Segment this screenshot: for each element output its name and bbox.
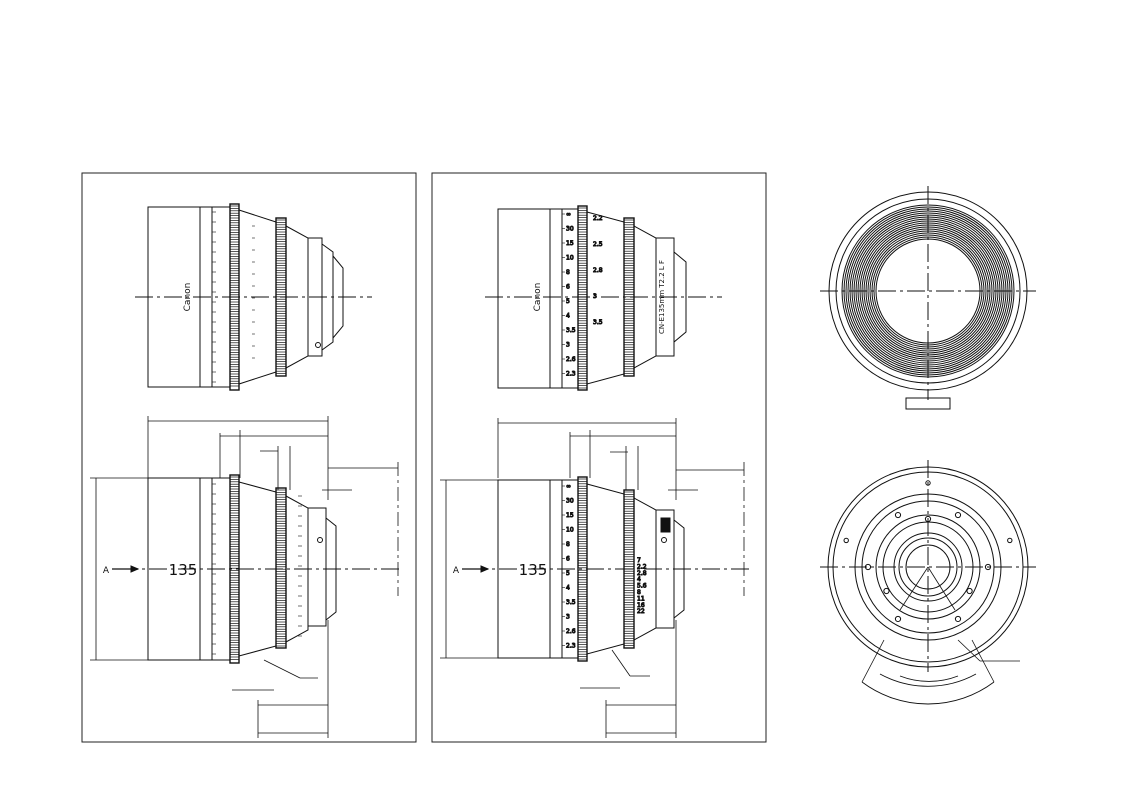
distance-scale-label: 2.5 [593, 241, 603, 248]
distance-scale-label: 3 [593, 293, 597, 300]
mount-screw [955, 616, 960, 621]
distance-scale-label: 10 [566, 527, 574, 534]
left-panel: Canon [82, 173, 416, 742]
left-panel-frame [82, 173, 416, 742]
distance-scale-label: 15 [566, 240, 574, 247]
distance-scale-label: 2.2 [593, 215, 603, 222]
middle-top-side-view: Canon CN-E135mm T2.2 L F ∞ 30 15 10 8 6 5 4 3.5 3… [485, 206, 722, 390]
front-view [820, 186, 1036, 409]
distance-scale-label: 8 [566, 541, 570, 548]
distance-scale-label: 2.3 [566, 371, 576, 378]
distance-scale-label: 5 [566, 570, 570, 577]
mount-screw [967, 588, 972, 593]
distance-scale-label: ∞ [566, 211, 571, 218]
focus-ring-knurling [212, 206, 634, 659]
distance-scale-label: 6 [566, 556, 570, 563]
mount-screw [955, 512, 960, 517]
left-bottom-iris-ring [276, 488, 286, 648]
left-bottom-side-view: A 135 [103, 475, 400, 663]
left-focal-length-label: 135 [169, 561, 198, 579]
distance-scale-label: 2.3 [566, 643, 576, 650]
left-top-brand: Canon [183, 283, 193, 312]
mount-screw [844, 538, 848, 542]
middle-view-arrow-label: A [453, 566, 460, 576]
left-view-arrow-label: A [103, 566, 110, 576]
distance-scale-label: 3 [566, 342, 570, 349]
rear-mount-view [820, 460, 1036, 704]
distance-scale-label: 3.5 [566, 599, 576, 606]
mount-screw [1008, 538, 1012, 542]
middle-top-lens-name: CN-E135mm T2.2 L F [658, 260, 666, 334]
left-dimension-lines [90, 416, 398, 738]
middle-focal-length-label: 135 [519, 561, 548, 579]
distance-scale-label: 15 [566, 512, 574, 519]
distance-scale-label: 8 [566, 269, 570, 276]
distance-scale-label: 3.5 [593, 319, 603, 326]
middle-panel: Canon CN-E135mm T2.2 L F ∞ 30 15 10 8 6 5 4 3.5 3… [432, 173, 766, 742]
distance-scale-label: 2.6 [566, 628, 576, 635]
middle-panel-frame [432, 173, 766, 742]
distance-scale-label: 4 [566, 585, 570, 592]
distance-scale-label: 3 [566, 614, 570, 621]
distance-scale-label: 2.6 [566, 356, 576, 363]
middle-bottom-distance-scale: ∞ 30 15 10 8 6 5 4 3.5 3 2.6 2.3 [562, 483, 576, 650]
middle-bottom-side-view: A 135 ∞ 30 15 10 8 6 5 4 3.5 3 2.6 2.3 72.22.845.68… [453, 477, 752, 661]
mount-screw [884, 588, 889, 593]
distance-scale-label: 3.5 [566, 327, 576, 334]
distance-scale-label: 30 [566, 226, 574, 233]
middle-dimension-lines [440, 418, 744, 738]
left-top-side-view: Canon [135, 204, 372, 390]
aperture-scale-label: 22 [637, 608, 645, 615]
distance-scale-label: 5 [566, 298, 570, 305]
middle-top-focus-ring [578, 206, 587, 390]
distance-scale-label: ∞ [566, 483, 571, 490]
distance-scale-label: 6 [566, 284, 570, 291]
mount-screw [895, 512, 900, 517]
distance-scale-label: 10 [566, 255, 574, 262]
distance-scale-label: 30 [566, 498, 574, 505]
distance-scale-label: 2.8 [593, 267, 603, 274]
distance-scale-label: 4 [566, 313, 570, 320]
middle-top-brand: Canon [533, 283, 543, 312]
mount-screw [895, 616, 900, 621]
